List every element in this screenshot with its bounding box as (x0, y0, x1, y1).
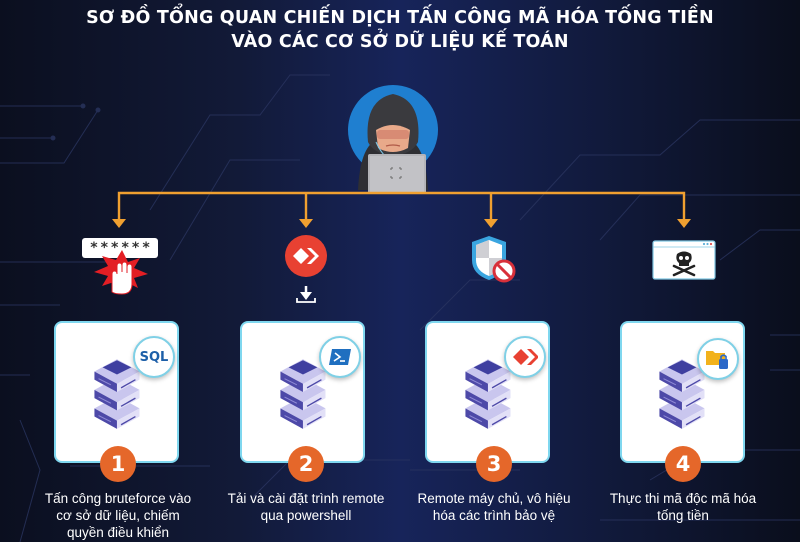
anydesk-download-icon (284, 234, 330, 306)
password-mask-text: ****** (89, 240, 153, 256)
diagram-title: SƠ ĐỒ TỔNG QUAN CHIẾN DỊCH TẤN CÔNG MÃ H… (0, 6, 800, 54)
step-1-number-badge: 1 (100, 446, 136, 482)
step-4-description: Thực thi mã độc mã hóa tống tiền (588, 490, 778, 524)
locked-folder-icon (697, 338, 739, 380)
step-2-number-badge: 2 (288, 446, 324, 482)
step-1-desc-line: Tấn công bruteforce vào (44, 491, 192, 506)
step-4-desc-line: Thực thi mã độc mã hóa (609, 491, 757, 506)
step-2-description: Tải và cài đặt trình remote qua powershe… (211, 490, 401, 524)
step-4-desc-line: tống tiền (657, 508, 709, 523)
password-bruteforce-icon: ****** (80, 236, 164, 298)
database-server-stack-icon (464, 358, 512, 430)
sql-label: SQL (139, 349, 169, 365)
database-server-stack-icon (93, 358, 141, 430)
database-server-stack-icon (279, 358, 327, 430)
step-2-desc-line: Tải và cài đặt trình remote (227, 491, 385, 506)
sql-icon: SQL (133, 336, 175, 378)
anydesk-icon (504, 336, 546, 378)
shield-disabled-icon (469, 234, 519, 286)
step-3-desc-line: Remote máy chủ, vô hiệu (417, 491, 571, 506)
step-1-desc-line: cơ sở dữ liệu, chiếm (56, 508, 180, 523)
step-1-description: Tấn công bruteforce vào cơ sở dữ liệu, c… (23, 490, 213, 541)
step-3-number-badge: 3 (476, 446, 512, 482)
title-line-1: SƠ ĐỒ TỔNG QUAN CHIẾN DỊCH TẤN CÔNG MÃ H… (86, 8, 714, 28)
step-3-desc-line: hóa các trình bảo vệ (432, 508, 556, 523)
step-4-number-badge: 4 (665, 446, 701, 482)
powershell-icon (319, 336, 361, 378)
title-line-2: VÀO CÁC CƠ SỞ DỮ LIỆU KẾ TOÁN (231, 32, 569, 52)
step-1-desc-line: quyền điều khiển (66, 525, 170, 540)
skull-window-icon (652, 240, 716, 280)
database-server-stack-icon (658, 358, 706, 430)
step-3-description: Remote máy chủ, vô hiệu hóa các trình bả… (399, 490, 589, 524)
step-2-desc-line: qua powershell (260, 508, 352, 523)
hooded-hacker-laptop-icon (348, 85, 438, 194)
